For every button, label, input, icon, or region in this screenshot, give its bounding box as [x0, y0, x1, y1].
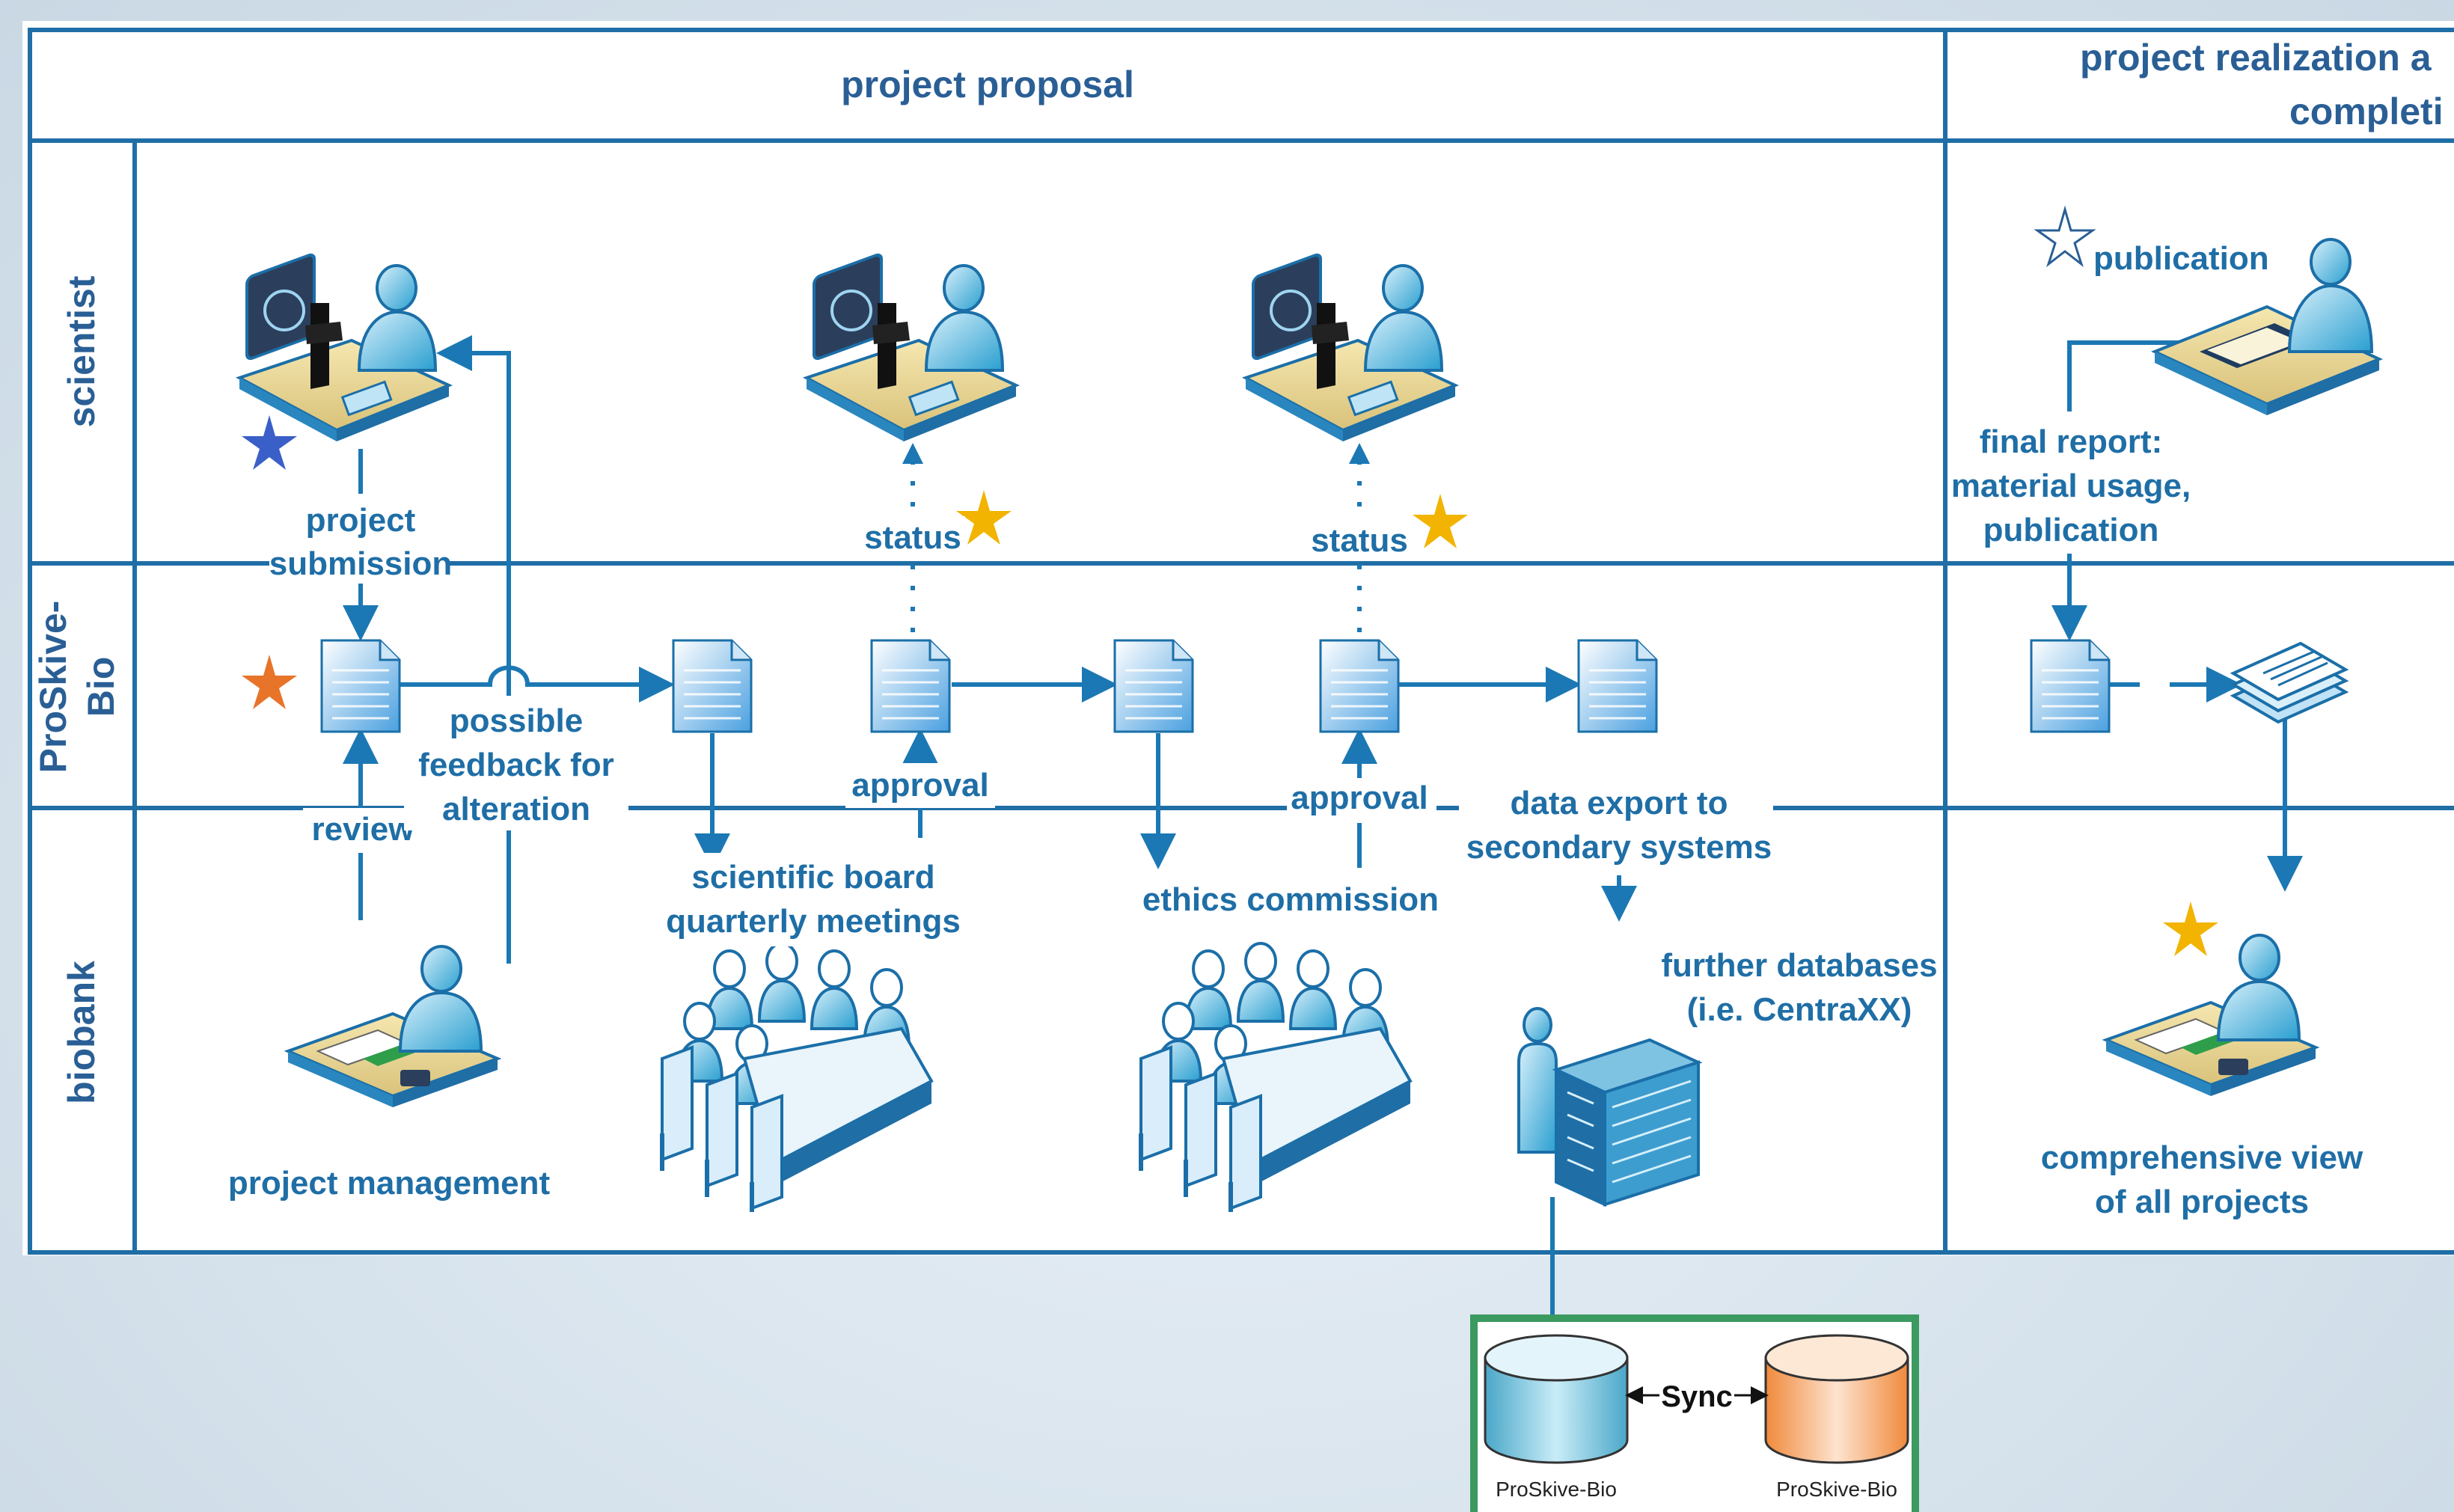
label-further-databases-1: further databases: [1661, 947, 1937, 984]
label-project-submission-1: project: [306, 502, 416, 539]
star-yellow-icon: [1413, 494, 1468, 548]
document-icon-3: [870, 639, 951, 733]
label-review: review: [312, 811, 415, 848]
label-status-2: status: [1311, 522, 1408, 559]
label-db-right: ProSkive-Bio: [1776, 1478, 1897, 1501]
star-yellow-icon: [2163, 902, 2218, 956]
document-icon-2: [672, 639, 753, 733]
label-export-1: data export to: [1511, 785, 1728, 821]
star-outline-icon: [2034, 205, 2096, 268]
database-right-icon: [1764, 1356, 1909, 1464]
label-publication: publication: [2093, 240, 2269, 277]
document-icon-4: [1113, 639, 1194, 733]
label-final-report-3: publication: [1983, 512, 2159, 548]
phase-header-proposal: project proposal: [841, 64, 1134, 105]
database-left-icon: [1484, 1356, 1629, 1464]
label-feedback-2: feedback for: [418, 747, 614, 783]
lane-label-proskive-1: ProSkive-: [32, 601, 74, 774]
star-icons: [242, 205, 2218, 956]
label-final-report-1: final report:: [1980, 423, 2162, 460]
star-yellow-icon: [956, 490, 1012, 545]
label-further-databases-2: (i.e. CentraXX): [1687, 991, 1912, 1028]
lane-label-proskive-2: Bio: [80, 657, 122, 717]
phase-header-realization: project realization a: [2080, 37, 2432, 79]
label-feedback-3: alteration: [442, 791, 590, 827]
label-sync: Sync: [1661, 1380, 1733, 1413]
sync-box: Sync ProSkive-Bio ProSkive-Bio: [1470, 1314, 1919, 1512]
lane-label-biobank: biobank: [61, 961, 102, 1104]
label-board-1: scientific board: [691, 859, 934, 896]
label-approval-2: approval: [1291, 780, 1428, 816]
lane-label-scientist: scientist: [61, 275, 102, 427]
label-feedback-1: possible: [450, 703, 584, 739]
label-ethics-commission: ethics commission: [1142, 881, 1439, 918]
label-project-management: project management: [228, 1165, 551, 1202]
document-icon-5: [1319, 639, 1400, 733]
star-orange-icon: [242, 655, 297, 709]
label-board-2: quarterly meetings: [666, 903, 961, 940]
document-icon-1: [320, 639, 401, 733]
label-export-2: secondary systems: [1466, 829, 1772, 866]
star-blue-icon: [242, 415, 297, 470]
label-project-submission-2: submission: [269, 545, 453, 582]
label-approval-1: approval: [851, 767, 988, 804]
label-db-left: ProSkive-Bio: [1496, 1478, 1617, 1501]
label-comprehensive-2: of all projects: [2095, 1184, 2309, 1220]
phase-header-completion: completi: [2289, 91, 2444, 132]
label-status-1: status: [864, 519, 961, 556]
swimlane-grid: [28, 28, 2454, 1255]
label-comprehensive-1: comprehensive view: [2041, 1139, 2363, 1176]
document-icon-6: [1577, 639, 1658, 733]
document-icon-7: [2030, 639, 2111, 733]
label-final-report-2: material usage,: [1951, 468, 2191, 504]
